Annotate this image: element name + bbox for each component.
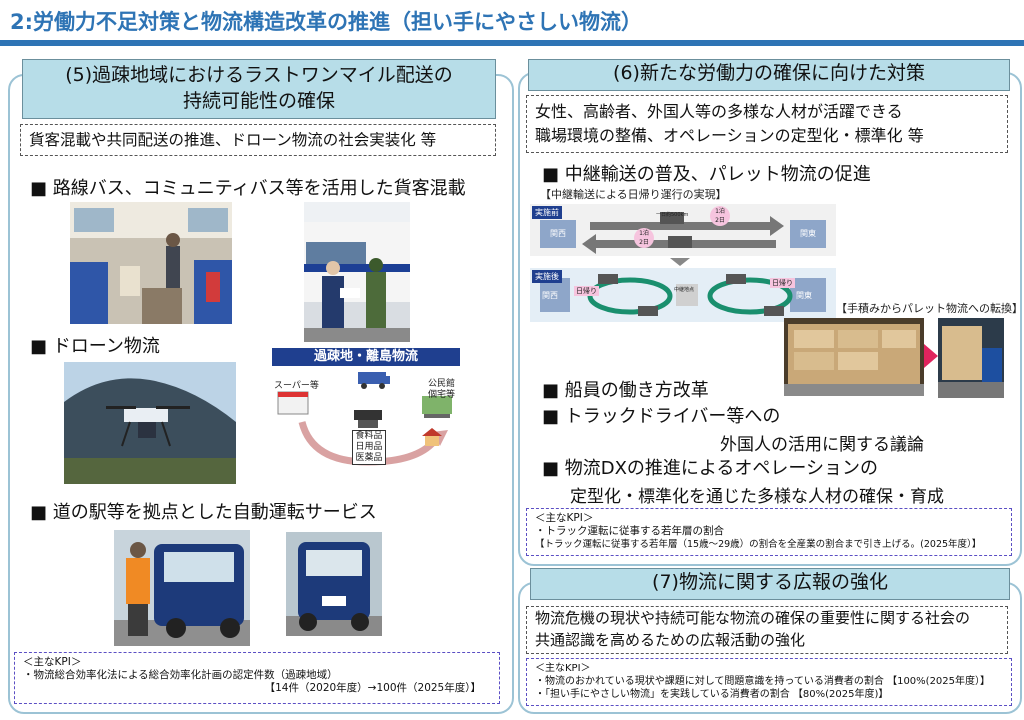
relay-before-kanto: 関東 bbox=[790, 220, 826, 248]
relay-distance-label: 一日約500km bbox=[656, 212, 689, 218]
bullet-drone-logistics: ■ ドローン物流 bbox=[30, 336, 160, 357]
goods-medicine: 医薬品 bbox=[355, 453, 383, 463]
section-7-summary-line1: 物流危機の現状や持続可能な物流の確保の重要性に関する社会の bbox=[535, 609, 971, 627]
autonomous-vehicle-loading-photo bbox=[114, 530, 250, 646]
section-7-kpi-item1: ・物流のおかれている現状や課題に対して問題意識を持っている消費者の割合 【100… bbox=[535, 676, 991, 687]
rural-logistics-diagram: 過疎地・離島物流 スーパー等 公民館 個宅等 食料品 日用品 医薬品 bbox=[272, 348, 460, 474]
section-6-kpi-value: 【トラック運転に従事する若年層（15歳～29歳）の割合を全産業の割合まで引き上げ… bbox=[535, 539, 982, 550]
bullet-logistics-dx: ■ 物流DXの推進によるオペレーションの bbox=[542, 458, 879, 479]
section-6-kpi-label: ＜主なKPI＞ bbox=[535, 512, 594, 524]
section-5-header-line1: (5)過疎地域におけるラストワンマイル配送の bbox=[65, 64, 453, 86]
bus-interior-photo bbox=[70, 202, 232, 324]
bullet-logistics-dx-cont: 定型化・標準化を通じた多様な人材の確保・育成 bbox=[570, 487, 944, 507]
supermarket-label: スーパー等 bbox=[274, 381, 319, 391]
drone-photo bbox=[64, 362, 236, 484]
section-5-kpi-value: 【14件（2020年度）→100件（2025年度）】 bbox=[264, 682, 481, 694]
goods-box: 食料品 日用品 医薬品 bbox=[352, 430, 386, 465]
bus-handover-photo bbox=[304, 202, 410, 342]
section-7-kpi-label: ＜主なKPI＞ bbox=[535, 663, 591, 674]
relay-point-label: 中継地点 bbox=[674, 287, 695, 293]
section-7-summary: 物流危機の現状や持続可能な物流の確保の重要性に関する社会の 共通認識を高めるため… bbox=[526, 606, 1008, 654]
section-7-kpi-item2: ・「担い手にやさしい物流」を実践している消費者の割合 【80%(2025年度)】 bbox=[535, 689, 889, 700]
section-6-header: (6)新たな労働力の確保に向けた対策 bbox=[528, 59, 1010, 91]
section-7-header: (7)物流に関する広報の強化 bbox=[530, 568, 1010, 600]
relay-after-kanto: 関東 bbox=[796, 291, 812, 300]
section-6-summary-line2: 職場環境の整備、オペレーションの定型化・標準化 等 bbox=[535, 126, 924, 145]
pallet-caption: 【手積みからパレット物流への転換】 bbox=[836, 302, 1023, 315]
goods-daily: 日用品 bbox=[355, 442, 383, 452]
autonomous-vehicle-rear-photo bbox=[286, 532, 382, 636]
relay-arrows bbox=[530, 212, 836, 322]
conversion-arrow-icon bbox=[924, 344, 938, 368]
relay-transport-caption: 【中継輸送による日帰り運行の実現】 bbox=[540, 188, 727, 201]
section-6-summary-line1: 女性、高齢者、外国人等の多様な人材が活躍できる bbox=[535, 102, 903, 121]
section-6-kpi-item: ・トラック運転に従事する若年層の割合 bbox=[535, 525, 724, 537]
bullet-truck-drivers-cont: 外国人の活用に関する議論 bbox=[720, 435, 924, 455]
section-6-summary: 女性、高齢者、外国人等の多様な人材が活躍できる 職場環境の整備、オペレーションの… bbox=[526, 95, 1008, 153]
relay-overnight-badge-1: 1泊 2日 bbox=[634, 228, 654, 248]
section-5-kpi-label: ＜主なKPI＞ bbox=[23, 656, 82, 668]
relay-after-label: 実施後 bbox=[532, 270, 562, 283]
page-title: 2:労働力不足対策と物流構造改革の推進（担い手にやさしい物流） bbox=[10, 10, 643, 34]
bullet-truck-drivers: ■ トラックドライバー等への bbox=[542, 406, 781, 427]
hand-loading-photo bbox=[784, 318, 924, 396]
relay-transport-diagram: 実施前 関西 関東 一日約500km 1泊 2日 1泊 2日 実施後 関西 関東… bbox=[530, 200, 836, 322]
relay-day-return-2: 日帰り bbox=[770, 278, 795, 288]
section-5-header: (5)過疎地域におけるラストワンマイル配送の 持続可能性の確保 bbox=[22, 59, 496, 119]
section-5-kpi-item: ・物流総合効率化法による総合効率化計画の認定件数（過疎地域） bbox=[23, 669, 338, 681]
bullet-mixed-passenger-cargo: ■ 路線バス、コミュニティバス等を活用した貨客混載 bbox=[30, 178, 466, 199]
section-6-kpi: ＜主なKPI＞ ・トラック運転に従事する若年層の割合 【トラック運転に従事する若… bbox=[526, 508, 1012, 556]
rural-logistics-diagram-arrows bbox=[277, 372, 452, 466]
section-7-kpi: ＜主なKPI＞ ・物流のおかれている現状や課題に対して問題意識を持っている消費者… bbox=[526, 658, 1012, 706]
relay-before-kansai: 関西 bbox=[540, 220, 576, 248]
relay-before-label: 実施前 bbox=[532, 206, 562, 219]
section-5-kpi: ＜主なKPI＞ ・物流総合効率化法による総合効率化計画の認定件数（過疎地域） 【… bbox=[14, 652, 500, 704]
relay-after-kansai: 関西 bbox=[542, 291, 558, 300]
bullet-relay-transport: ■ 中継輸送の普及、パレット物流の促進 bbox=[542, 164, 871, 185]
relay-overnight-badge-2: 1泊 2日 bbox=[710, 206, 730, 226]
public-hall-label: 公民館 bbox=[428, 379, 456, 389]
pallet-forklift-photo bbox=[938, 318, 1004, 398]
rural-logistics-diagram-title: 過疎地・離島物流 bbox=[272, 348, 460, 366]
bullet-seafarer-work-reform: ■ 船員の働き方改革 bbox=[542, 380, 709, 401]
goods-food: 食料品 bbox=[355, 431, 383, 441]
section-5-summary: 貨客混載や共同配送の推進、ドローン物流の社会実装化 等 bbox=[20, 124, 496, 156]
section-7-summary-line2: 共通認識を高めるための広報活動の強化 bbox=[535, 631, 806, 649]
section-5-header-line2: 持続可能性の確保 bbox=[182, 90, 335, 112]
home-label: 個宅等 bbox=[428, 390, 456, 400]
title-rule bbox=[0, 40, 1024, 46]
relay-day-return-1: 日帰り bbox=[574, 286, 599, 296]
bullet-autonomous-driving: ■ 道の駅等を拠点とした自動運転サービス bbox=[30, 502, 377, 523]
